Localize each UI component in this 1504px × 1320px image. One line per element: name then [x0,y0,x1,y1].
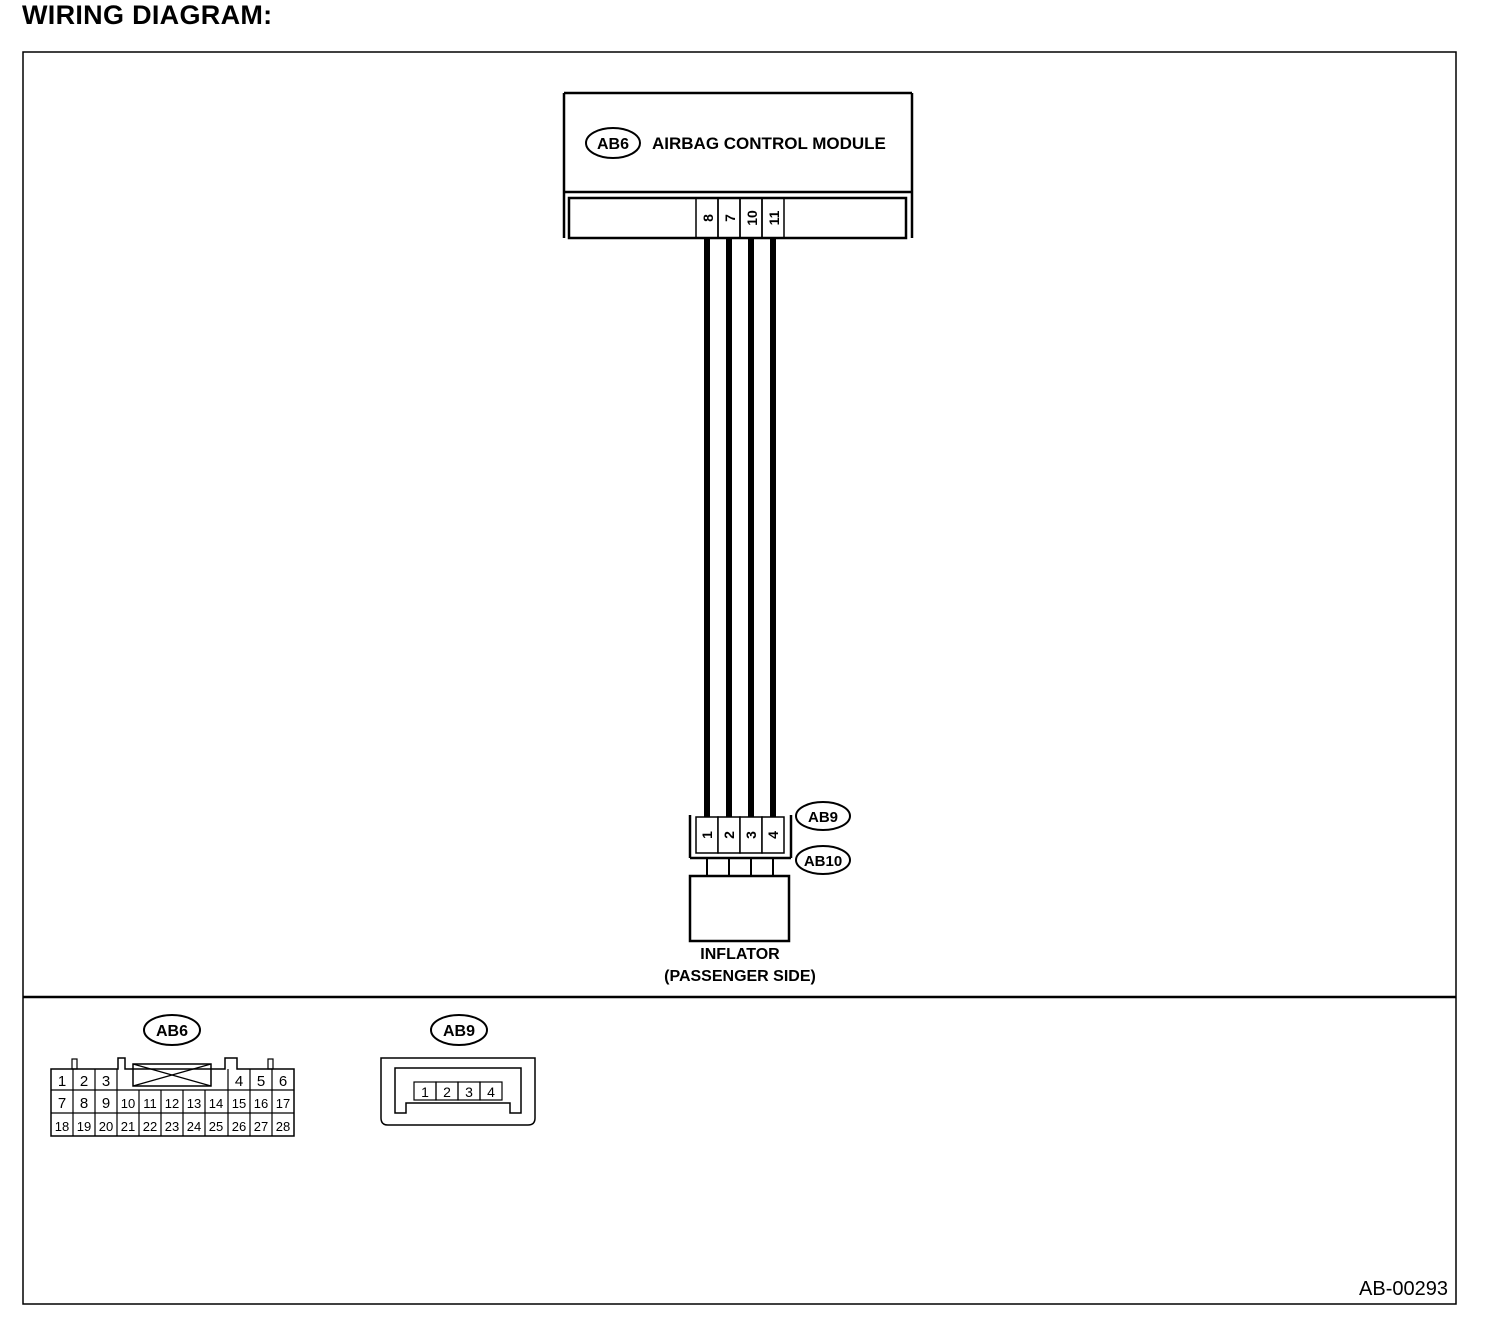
ab9-connector-view: AB9 1 2 3 4 [380,1014,536,1126]
ab6-view-pin-20: 20 [99,1119,113,1134]
page-title: WIRING DIAGRAM: [22,0,273,30]
ab6-view-pin-16: 16 [254,1096,268,1111]
inflator-pin-1: 1 [699,831,715,839]
ab10-connector-label: AB10 [804,853,842,870]
ab6-view-pin-21: 21 [121,1119,135,1134]
ab6-view-pin-9: 9 [102,1095,110,1112]
airbag-control-module: AB6 AIRBAG CONTROL MODULE 8 7 10 11 [562,91,914,240]
figure-code: AB-00293 [1359,1278,1448,1300]
ab9-view-label: AB9 [443,1023,475,1040]
module-pin-8: 8 [700,214,716,222]
ab6-view-pin-12: 12 [165,1096,179,1111]
ab6-connector-badge [585,127,641,159]
ab9-ab10-connector: 1 2 3 4 AB9 AB10 [688,801,851,876]
ab6-view-pin-15: 15 [232,1096,246,1111]
ab6-view-pin-24: 24 [187,1119,201,1134]
ab6-connector-label: AB6 [597,136,629,153]
ab6-view-pin-26: 26 [232,1119,246,1134]
ab6-view-pin-14: 14 [209,1096,223,1111]
module-name: AIRBAG CONTROL MODULE [652,134,886,153]
ab6-view-pin-28: 28 [276,1119,290,1134]
ab6-view-pin-4: 4 [235,1073,243,1090]
ab9-view-pin-2: 2 [443,1084,451,1100]
ab6-connector-view: AB6 [50,1014,295,1137]
ab6-view-pin-18: 18 [55,1119,69,1134]
ab9-view-pin-1: 1 [421,1084,429,1100]
module-pin-7: 7 [722,214,738,222]
ab6-view-pin-13: 13 [187,1096,201,1111]
ab6-view-pin-22: 22 [143,1119,157,1134]
ab6-view-pin-23: 23 [165,1119,179,1134]
ab10-connector-badge [795,845,851,875]
inflator-pin-3: 3 [743,831,759,839]
ab9-connector-label: AB9 [808,809,838,826]
ab6-view-pin-5: 5 [257,1073,265,1090]
ab6-view-pin-2: 2 [80,1073,88,1090]
ab9-view-pin-3: 3 [465,1084,473,1100]
module-pin-10: 10 [744,210,760,226]
ab9-connector-badge [795,801,851,831]
inflator-side-label: (PASSENGER SIDE) [664,968,816,985]
harness-wires [704,238,776,817]
ab6-view-pin-8: 8 [80,1095,88,1112]
inflator-pin-2: 2 [721,831,737,839]
inflator-pin-4: 4 [765,831,781,839]
ab6-view-pin-7: 7 [58,1095,66,1112]
diagram-frame [22,51,1457,1305]
ab6-view-pin-27: 27 [254,1119,268,1134]
ab6-view-pin-1: 1 [58,1073,66,1090]
ab6-view-label: AB6 [156,1023,188,1040]
ab6-view-pin-11: 11 [143,1096,157,1111]
ab6-view-pin-10: 10 [121,1096,135,1111]
ab6-view-pin-17: 17 [276,1096,290,1111]
inflator: INFLATOR (PASSENGER SIDE) [664,874,816,985]
ab6-view-pin-6: 6 [279,1073,287,1090]
ab6-view-badge [143,1014,201,1046]
ab9-view-badge [430,1014,488,1046]
ab9-view-pin-4: 4 [487,1084,495,1100]
inflator-label: INFLATOR [700,946,780,963]
ab6-view-pin-3: 3 [102,1073,110,1090]
module-pin-11: 11 [766,210,782,225]
ab6-view-pin-19: 19 [77,1119,91,1134]
ab6-view-pin-25: 25 [209,1119,223,1134]
